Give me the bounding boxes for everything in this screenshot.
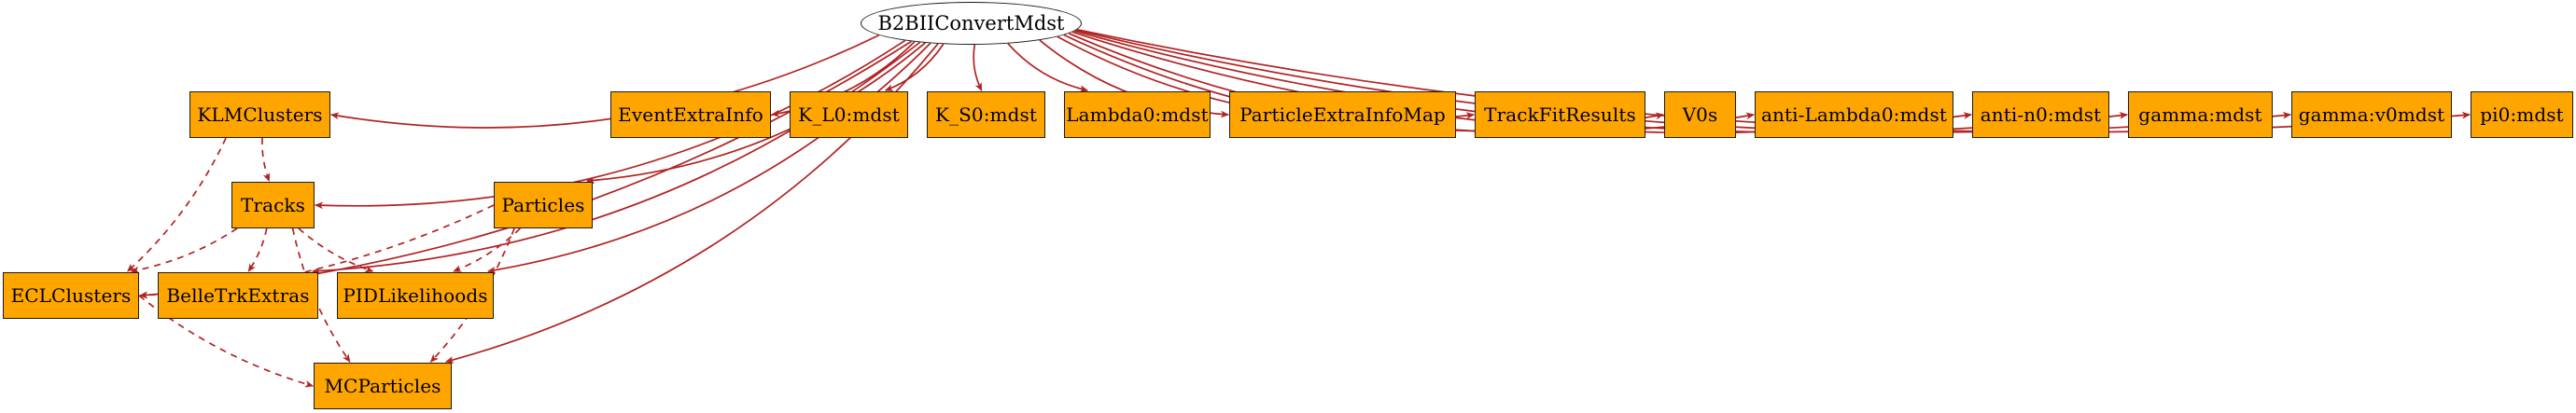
node-particles[interactable]: Particles — [494, 182, 593, 228]
edge-klmclusters-to-tracks — [261, 137, 271, 182]
node-anti-lambda0[interactable]: anti-Lambda0:mdst — [1755, 91, 1953, 138]
node-v0s[interactable]: V0s — [1664, 91, 1736, 138]
node-pidlikelihoods[interactable]: PIDLikelihoods — [337, 272, 494, 319]
node-label: anti-Lambda0:mdst — [1761, 103, 1947, 126]
node-label: Lambda0:mdst — [1066, 103, 1209, 126]
node-anti-n0[interactable]: anti-n0:mdst — [1972, 91, 2109, 138]
edge-group — [127, 28, 2471, 388]
node-label: Tracks — [240, 194, 305, 216]
edge-particles-to-pidlikelihoods — [453, 227, 521, 272]
node-b2biiconvertmdst[interactable]: B2BIIConvertMdst — [861, 2, 1082, 45]
node-belletrkextras[interactable]: BelleTrkExtras — [158, 272, 318, 319]
node-trackfitresults[interactable]: TrackFitResults — [1475, 91, 1645, 138]
node-label: EventExtraInfo — [618, 103, 763, 126]
node-label: anti-n0:mdst — [1980, 103, 2102, 126]
edge-tracks-to-eclclusters — [130, 227, 238, 274]
node-label: K_L0:mdst — [798, 103, 900, 126]
node-eventextrainfo[interactable]: EventExtraInfo — [610, 91, 771, 138]
node-label: MCParticles — [324, 375, 441, 397]
node-label: TrackFitResults — [1484, 103, 1636, 126]
node-mcparticles[interactable]: MCParticles — [314, 363, 452, 409]
node-lambda0[interactable]: Lambda0:mdst — [1064, 91, 1211, 138]
node-tracks[interactable]: Tracks — [231, 182, 315, 228]
node-label: Particles — [501, 194, 585, 216]
node-gamma-v0[interactable]: gamma:v0mdst — [2291, 91, 2452, 138]
edge-klmclusters-to-eclclusters — [127, 137, 227, 272]
node-label: ParticleExtraInfoMap — [1239, 103, 1446, 126]
node-label: KLMClusters — [197, 103, 323, 126]
node-particleextrainfomap[interactable]: ParticleExtraInfoMap — [1229, 91, 1456, 138]
node-label: pi0:mdst — [2480, 103, 2564, 126]
node-klmclusters[interactable]: KLMClusters — [189, 91, 330, 138]
edge-tracks-to-belletrkextras — [247, 227, 268, 272]
node-pi0[interactable]: pi0:mdst — [2471, 91, 2573, 138]
node-k-l0[interactable]: K_L0:mdst — [790, 91, 908, 138]
node-eclclusters[interactable]: ECLClusters — [3, 272, 139, 319]
edge-b2biiconvertmdst-to-lambda0 — [1007, 43, 1089, 93]
edge-b2biiconvertmdst-to-pidlikelihoods — [487, 42, 931, 274]
node-label: ECLClusters — [10, 284, 132, 307]
node-label: V0s — [1682, 103, 1718, 126]
node-gamma[interactable]: gamma:mdst — [2128, 91, 2273, 138]
node-label: B2BIIConvertMdst — [877, 12, 1065, 34]
edge-tracks-to-pidlikelihoods — [298, 227, 374, 273]
edge-b2biiconvertmdst-to-k-s0 — [973, 44, 983, 91]
node-label: gamma:v0mdst — [2298, 103, 2445, 126]
edge-b2biiconvertmdst-to-particles — [586, 42, 926, 185]
edge-b2biiconvertmdst-to-k-l0 — [884, 43, 945, 91]
node-k-s0[interactable]: K_S0:mdst — [927, 91, 1045, 138]
node-label: BelleTrkExtras — [166, 284, 310, 307]
node-label: gamma:mdst — [2138, 103, 2262, 126]
edge-b2biiconvertmdst-to-eclclusters — [139, 40, 912, 299]
node-label: K_S0:mdst — [934, 103, 1038, 126]
edge-b2biiconvertmdst-to-tracks — [315, 39, 906, 210]
node-label: PIDLikelihoods — [343, 284, 488, 307]
